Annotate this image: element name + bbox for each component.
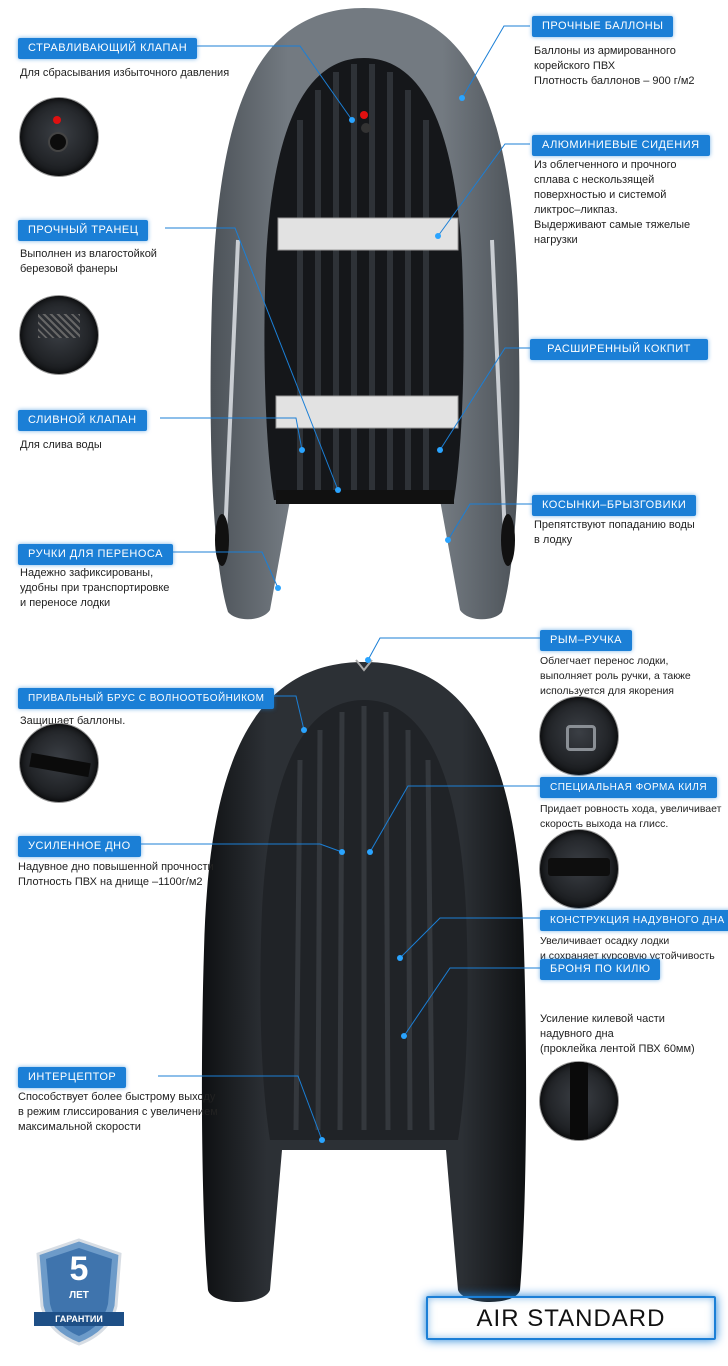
tag-aluminum-seats: АЛЮМИНИЕВЫЕ СИДЕНИЯ <box>532 135 710 156</box>
tag-spray-guards: КОСЫНКИ–БРЫЗГОВИКИ <box>532 495 697 516</box>
tag-keel-shape: СПЕЦИАЛЬНАЯ ФОРМА КИЛЯ <box>540 777 718 798</box>
ring-handle-thumbnail <box>540 697 618 775</box>
tag-transom: ПРОЧНЫЙ ТРАНЕЦ <box>18 220 149 241</box>
bottom-boat <box>201 659 527 1302</box>
desc-drain-valve: Для слива воды <box>20 439 102 451</box>
relief-valve-thumbnail <box>20 98 98 176</box>
tag-inflatable-floor: КОНСТРУКЦИЯ НАДУВНОГО ДНА <box>540 910 728 931</box>
tag-strong-tubes: ПРОЧНЫЕ БАЛЛОНЫ <box>532 16 674 37</box>
transom-thumbnail <box>20 296 98 374</box>
top-boat <box>210 8 520 620</box>
keel-thumbnail <box>540 830 618 908</box>
warranty-badge: 5 ЛЕТ ГАРАНТИИ <box>30 1236 128 1346</box>
tag-wide-cockpit: РАСШИРЕННЫЙ КОКПИТ <box>530 339 708 360</box>
keel-armor-thumbnail <box>540 1062 618 1140</box>
tag-ring-handle: РЫМ–РУЧКА <box>540 630 633 651</box>
warranty-years: ЛЕТ <box>69 1290 89 1301</box>
desc-relief-valve: Для сбрасывания избыточного давления <box>20 67 230 79</box>
warranty-ribbon: ГАРАНТИИ <box>34 1312 124 1326</box>
callout-dots <box>275 95 465 1143</box>
product-name: AIR STANDARD <box>476 1305 666 1332</box>
fender-rail-thumbnail <box>20 724 98 802</box>
desc-fender-rail: Защищает баллоны. <box>20 715 126 727</box>
tag-reinforced-bottom: УСИЛЕННОЕ ДНО <box>18 836 141 857</box>
tag-keel-armor: БРОНЯ ПО КИЛЮ <box>540 959 661 980</box>
tag-interceptor: ИНТЕРЦЕПТОР <box>18 1067 127 1088</box>
product-name-banner: AIR STANDARD <box>426 1296 716 1340</box>
tag-relief-valve: СТРАВЛИВАЮЩИЙ КЛАПАН <box>18 38 198 59</box>
tag-fender-rail: ПРИВАЛЬНЫЙ БРУС С ВОЛНООТБОЙНИКОМ <box>18 688 275 709</box>
tag-drain-valve: СЛИВНОЙ КЛАПАН <box>18 410 147 431</box>
warranty-number: 5 <box>69 1250 89 1288</box>
desc-ring-handle: Облегчает перенос лодки,выполняет роль р… <box>540 655 691 697</box>
desc-carry-handles: Надежно зафиксированы,удобны при транспо… <box>20 567 170 609</box>
tag-carry-handles: РУЧКИ ДЛЯ ПЕРЕНОСА <box>18 544 173 565</box>
